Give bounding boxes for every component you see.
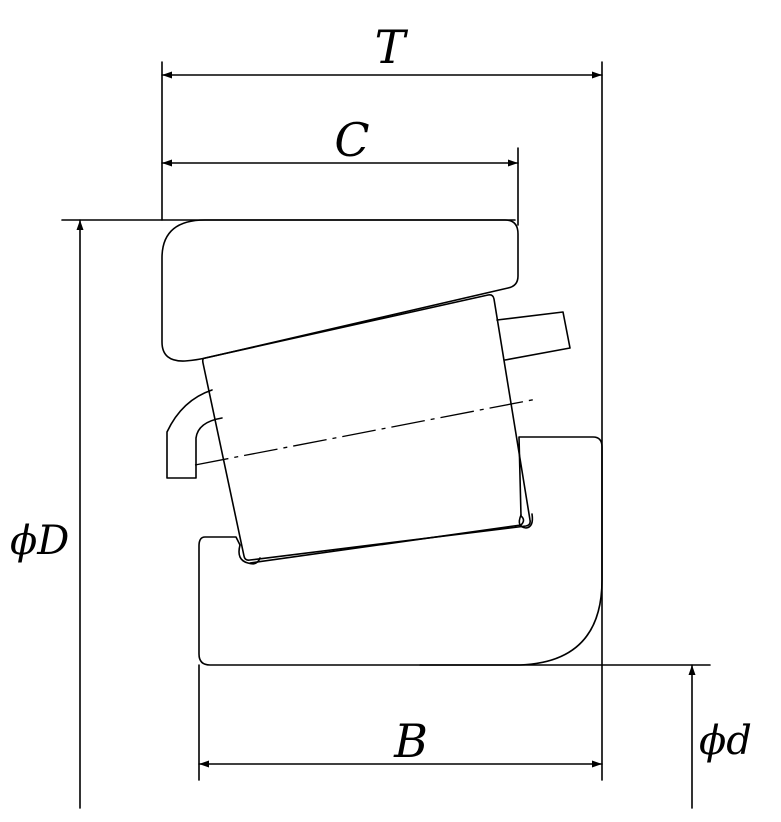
- cage: [166, 389, 223, 479]
- label-phi-d: ϕd: [699, 718, 752, 764]
- roller-axis-centerline: [194, 398, 538, 466]
- outer-ring-cup: [161, 219, 519, 362]
- inner-ring-cone: [198, 436, 603, 666]
- tapered-roller: [201, 294, 531, 561]
- label-C: C: [334, 113, 369, 167]
- label-T: T: [375, 20, 409, 74]
- roller-fillet-bottom-right: [518, 513, 534, 529]
- label-B: B: [393, 714, 428, 768]
- cage-tab: [496, 311, 571, 361]
- label-phi-D: ϕD: [10, 518, 69, 564]
